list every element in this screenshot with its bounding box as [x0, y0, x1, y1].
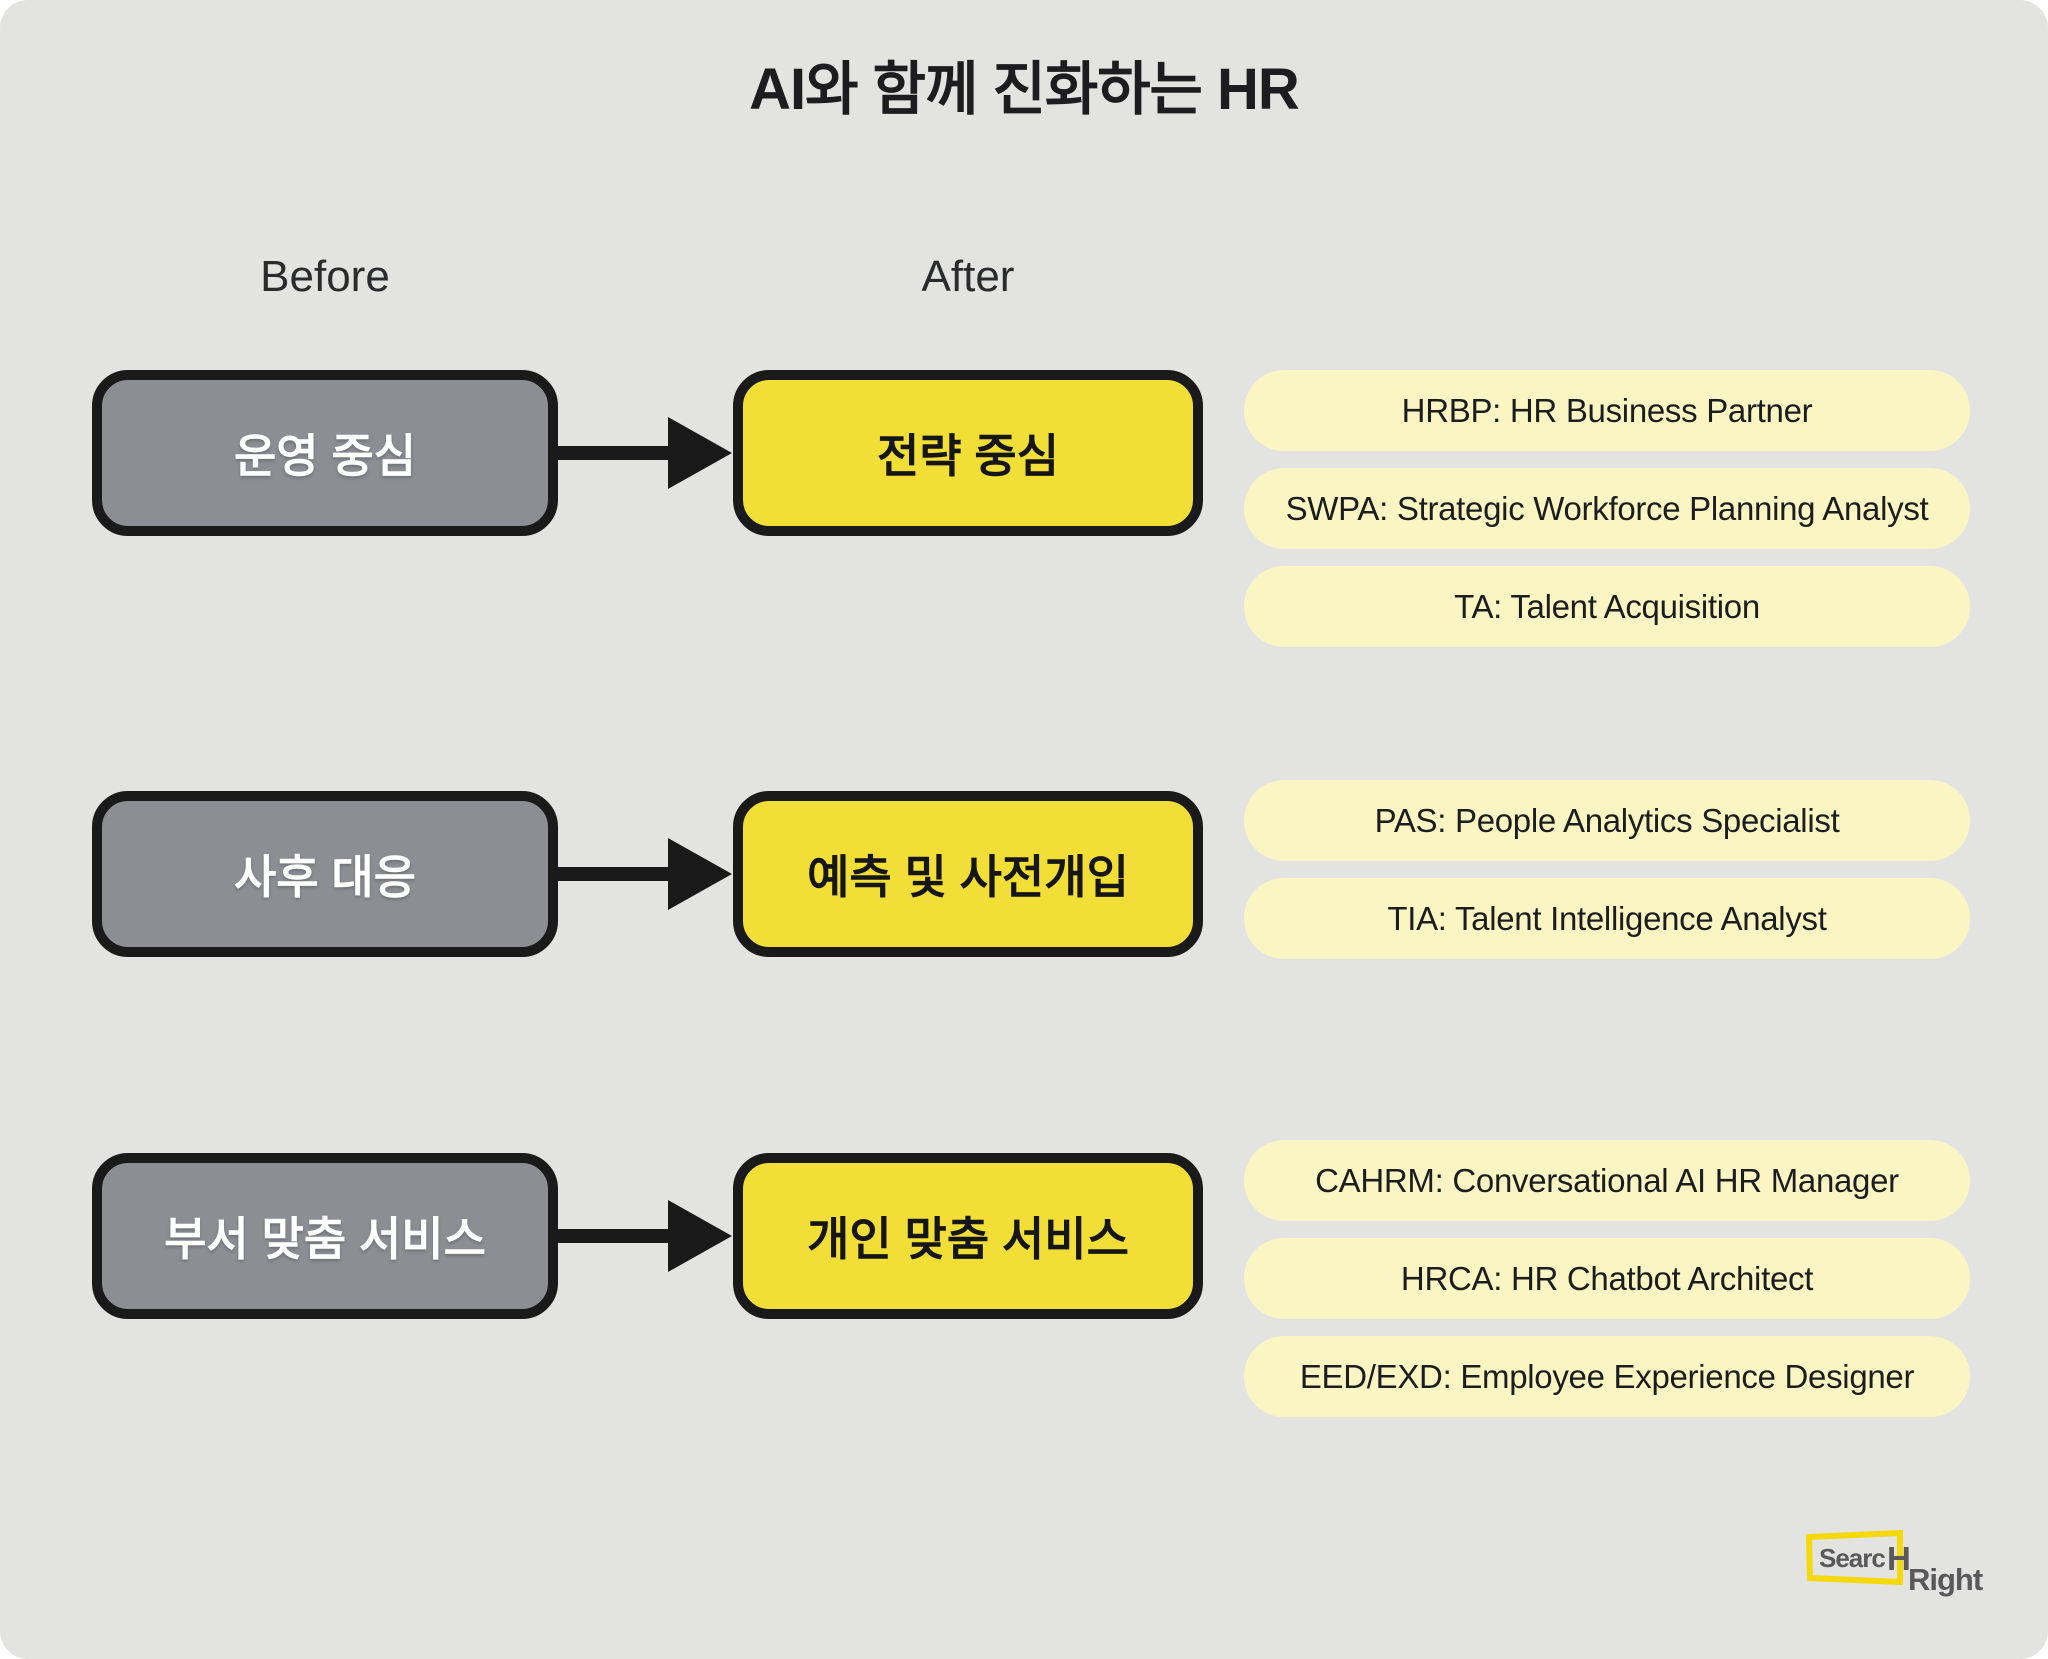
after-box: 예측 및 사전개입	[733, 791, 1203, 957]
role-pill-list: HRBP: HR Business Partner SWPA: Strategi…	[1244, 370, 1970, 647]
role-pill: TIA: Talent Intelligence Analyst	[1244, 878, 1970, 959]
page-title: AI와 함께 진화하는 HR	[749, 57, 1300, 122]
transformation-row: 부서 맞춤 서비스 개인 맞춤 서비스 CAHRM: Conversationa…	[0, 1140, 2048, 1417]
logo-text-h: H	[1887, 1540, 1911, 1577]
logo-frame-icon	[1805, 1529, 1903, 1586]
column-header-before: Before	[260, 252, 390, 301]
before-box: 부서 맞춤 서비스	[92, 1153, 558, 1319]
role-pill: CAHRM: Conversational AI HR Manager	[1244, 1140, 1970, 1221]
arrow-right-icon	[556, 838, 732, 910]
role-pill: HRCA: HR Chatbot Architect	[1244, 1238, 1970, 1319]
role-pill: SWPA: Strategic Workforce Planning Analy…	[1244, 468, 1970, 549]
role-pill-list: CAHRM: Conversational AI HR Manager HRCA…	[1244, 1140, 1970, 1417]
arrow-right-icon	[556, 1200, 732, 1272]
logo-text-right: Right	[1908, 1562, 1983, 1597]
searchright-logo: Searc H Right	[1805, 1529, 1984, 1597]
column-header-after: After	[921, 252, 1015, 301]
before-box: 사후 대응	[92, 791, 558, 957]
role-pill-list: PAS: People Analytics Specialist TIA: Ta…	[1244, 780, 1970, 959]
role-pill: TA: Talent Acquisition	[1244, 566, 1970, 647]
role-pill: PAS: People Analytics Specialist	[1244, 780, 1970, 861]
transformation-row: 사후 대응 예측 및 사전개입 PAS: People Analytics Sp…	[0, 780, 2048, 959]
role-pill: HRBP: HR Business Partner	[1244, 370, 1970, 451]
arrow-right-icon	[556, 417, 732, 489]
logo-text-searc: Searc	[1819, 1543, 1885, 1573]
before-box: 운영 중심	[92, 370, 558, 536]
transformation-row: 운영 중심 전략 중심 HRBP: HR Business Partner SW…	[0, 370, 2048, 647]
after-box: 개인 맞춤 서비스	[733, 1153, 1203, 1319]
after-box: 전략 중심	[733, 370, 1203, 536]
role-pill: EED/EXD: Employee Experience Designer	[1244, 1336, 1970, 1417]
